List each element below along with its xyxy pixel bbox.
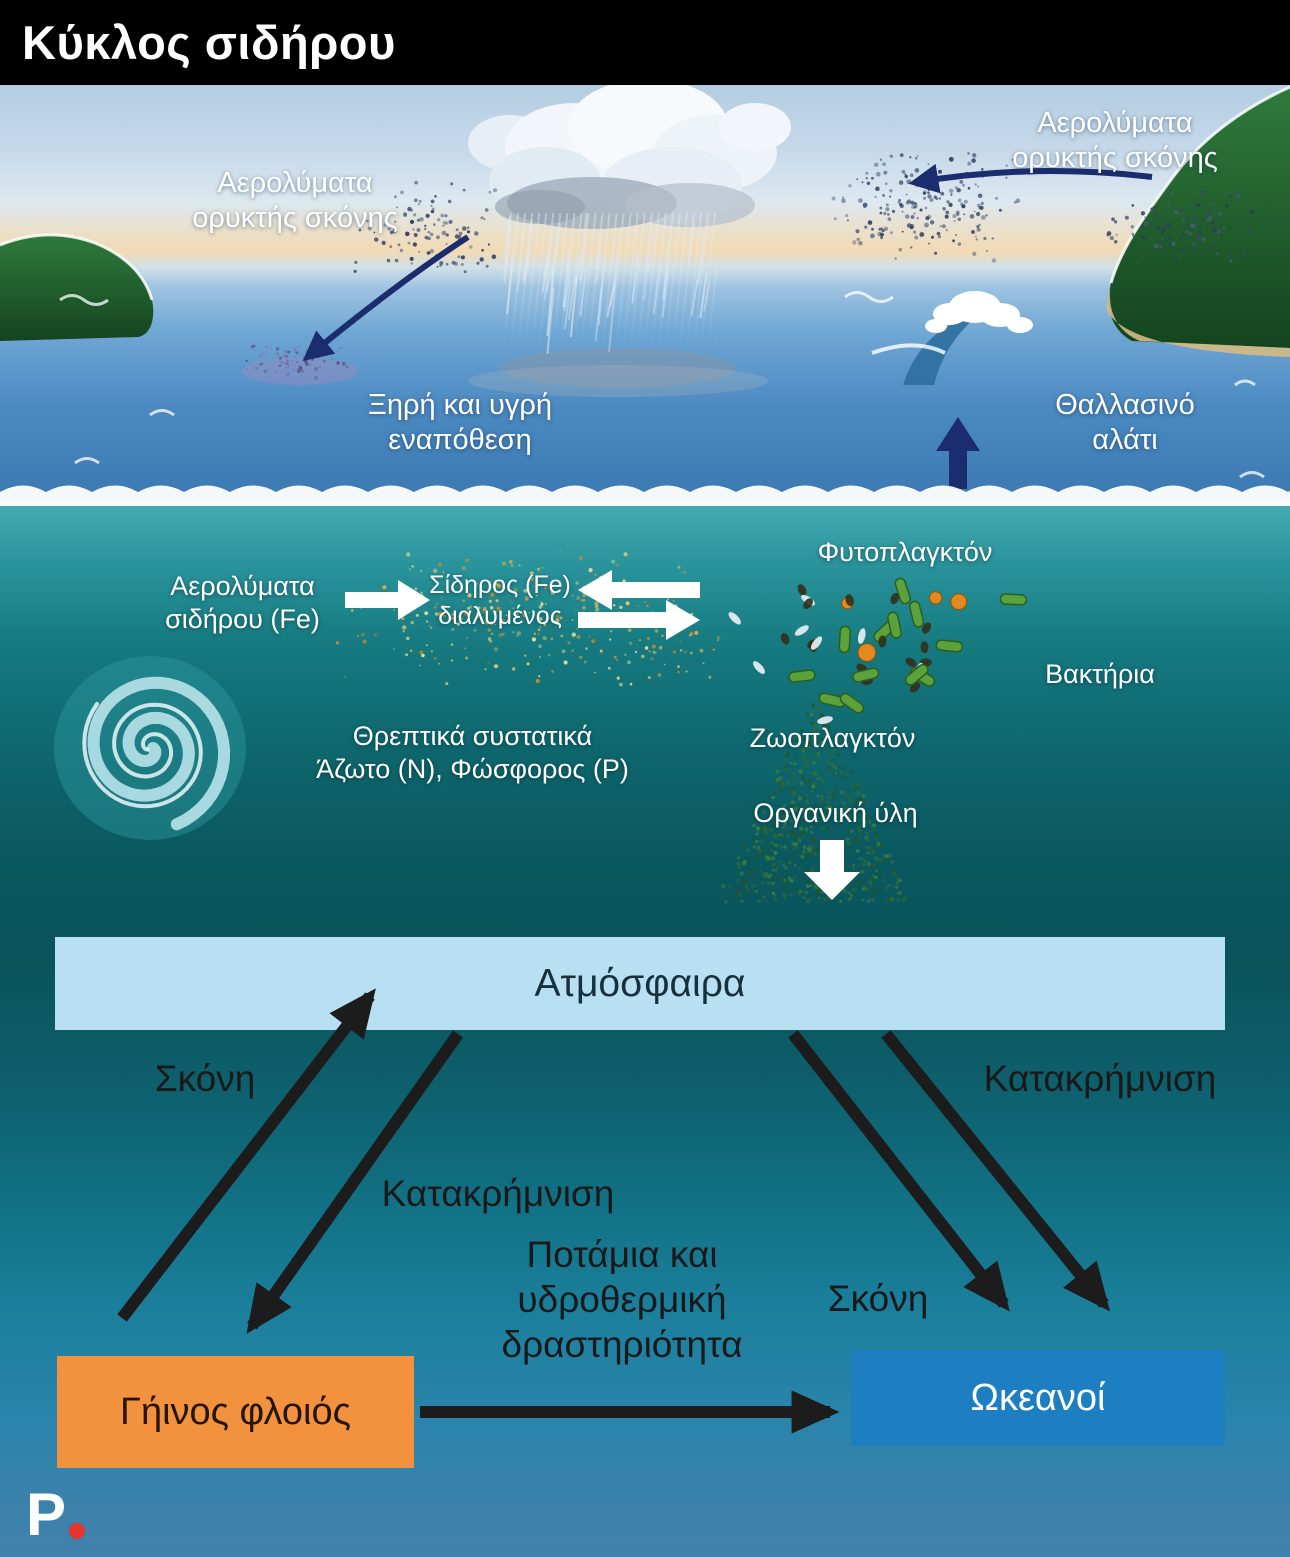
left-land-shore-foam (0, 233, 154, 301)
label-rivers-hydrothermal: Ποτάμια και υδροθερμική δραστηριότητα (501, 1234, 743, 1365)
atmosphere-box: Ατμόσφαιρα (55, 937, 1225, 1030)
label-deposition: Ξηρή και υγρή εναπόθεση (367, 389, 553, 456)
label-dust-aerosols-left: Αερολύματα ορυκτής σκόνης (192, 167, 398, 234)
label-phytoplankton: Φυτοπλαγκτόν (817, 537, 993, 567)
rain-shadow (500, 348, 736, 388)
dust-particles-far-right (1106, 190, 1255, 264)
right-land-shore-foam (1109, 85, 1290, 284)
label-precipitation-right: Κατακρήμνιση (983, 1058, 1217, 1099)
plankton-community (728, 577, 1028, 725)
sky-sea-illustration (0, 85, 1290, 489)
rain-shadow-outer (468, 365, 768, 397)
label-zooplankton: Ζωοπλαγκτόν (749, 723, 916, 753)
label-bacteria: Βακτήρια (1045, 659, 1155, 689)
dust-particles-left (353, 180, 497, 274)
dust-transport-arrow-right (908, 163, 1153, 194)
label-precipitation-left: Κατακρήμνιση (381, 1173, 615, 1214)
rain-cloud-icon (468, 85, 791, 229)
left-landmass (0, 234, 154, 341)
publisher-logo: P (26, 1480, 86, 1549)
logo-red-dot-icon (69, 1523, 86, 1539)
beach (1106, 283, 1290, 357)
label-dust-left: Σκόνη (154, 1058, 256, 1099)
sea-surface-foam (0, 485, 1290, 506)
right-landmass (1108, 87, 1290, 348)
dust-particles-right (831, 152, 1021, 263)
label-dissolved-iron: Σίδηρος (Fe) διαλυμένος (429, 571, 571, 630)
label-dust-aerosols-right: Αερολύματα ορυκτής σκόνης (1012, 107, 1218, 174)
eddy-swirl-icon (54, 656, 246, 840)
sea-salt-up-arrow (936, 417, 980, 489)
earth-crust-box: Γήινος φλοιός (57, 1356, 414, 1468)
dust-deposition-arrow-left (302, 234, 470, 362)
water-sparkle-marks (59, 291, 1265, 479)
oceans-box: Ωκεανοί (851, 1350, 1225, 1446)
iron-exchange-arrows (578, 570, 700, 640)
organic-matter-sinking-arrow (804, 840, 860, 900)
iron-dissolution-arrow (345, 580, 430, 620)
rain-veil (505, 213, 717, 348)
label-nutrients: Θρεπτικά συστατικά Άζωτο (N), Φώσφορος (… (316, 721, 629, 784)
label-organic-matter: Οργανική ύλη (753, 798, 918, 828)
page-title: Κύκλος σιδήρου (0, 0, 1290, 85)
breaking-wave-foam (925, 291, 1033, 333)
label-sea-salt: Θαλλασινό αλάτι (1055, 389, 1195, 456)
label-dust-right: Σκόνη (827, 1278, 929, 1319)
logo-letter: P (26, 1481, 67, 1548)
underwater-illustration (54, 550, 1028, 904)
wave-streak (871, 343, 946, 355)
label-iron-aerosols: Αερολύματα σιδήρου (Fe) (165, 571, 320, 634)
